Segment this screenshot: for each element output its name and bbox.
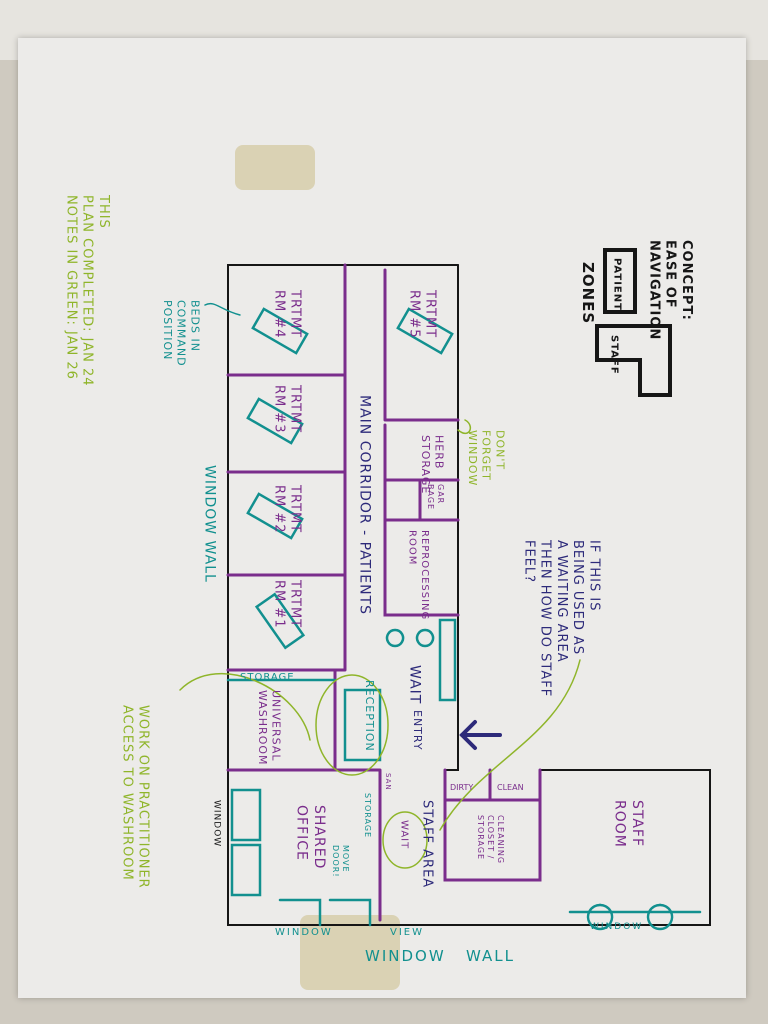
storage-label: STORAGE [240,672,295,683]
room-shared-office: SHARED OFFICE [293,805,328,870]
room-garbage: GAR BAGE [426,484,445,511]
room-reprocessing: REPROCESSING ROOM [406,530,431,621]
furniture [226,307,702,931]
patient-zone-box [603,248,637,314]
outer-wall [227,264,711,926]
tape-bottom [300,915,400,990]
staff-zone-box [595,324,672,397]
window-note: DON'T FORGET WINDOW [465,430,507,487]
room-dirty: DIRTY [450,783,474,792]
reception-label: RECEPTION [362,680,376,752]
room-herb-storage: HERB STORAGE [418,435,446,495]
entry-label: ENTRY [410,710,424,751]
room-clean: CLEAN [497,783,524,792]
staff-wait-label: WAIT [398,820,410,850]
washroom-note: WORK ON PRACTITIONER ACCESS TO WASHROOM [119,705,151,889]
partitions [226,263,542,922]
view-label: VIEW [390,927,424,938]
room-trtmt-1: TRTMT RM #1 [271,580,303,629]
window-staff-label: WINDOW [590,922,644,932]
san-label: SAN [383,773,392,791]
beds-note: BEDS IN COMMAND POSITION [160,300,202,367]
room-trtmt-4: TRTMT RM #4 [271,290,303,339]
wait-label: WAIT [406,665,423,705]
staff-area-label: STAFF AREA [419,800,435,889]
room-trtmt-3: TRTMT RM #3 [271,385,303,434]
zones-label: ZONES [578,262,597,325]
patient-zone-label: PATIENT [611,258,623,311]
window-wall-bottom-label: WINDOW WALL [365,947,515,965]
room-trtmt-2: TRTMT RM #2 [271,485,303,534]
completed-note: THIS PLAN COMPLETED: JAN 24 NOTES IN GRE… [63,195,111,387]
waiting-note: IF THIS IS BEING USED AS A WAITING AREA … [521,540,602,698]
window-office-label: WINDOW [275,927,333,938]
move-door-note: MOVE DOOR! [331,845,350,878]
room-trtmt-5: TRTMT RM #5 [406,290,438,339]
office-storage-label: STORAGE [363,793,372,839]
main-corridor-label: MAIN CORRIDOR - PATIENTS [356,395,373,616]
paper-sheet [18,38,746,998]
room-universal-washroom: UNIVERSAL WASHROOM [255,690,283,766]
entry-arrow-icon [459,720,502,750]
room-cleaning-closet: CLEANING CLOSET / STORAGE [476,815,505,865]
tape-top [235,145,315,190]
window-wall-side-label: WINDOW WALL [201,465,218,583]
room-staff-room: STAFF ROOM [611,800,646,848]
window-left-label: WINDOW [211,800,222,848]
staff-zone-label: STAFF [608,335,620,375]
concept-title: CONCEPT: EASE OF NAVIGATION [646,240,694,341]
